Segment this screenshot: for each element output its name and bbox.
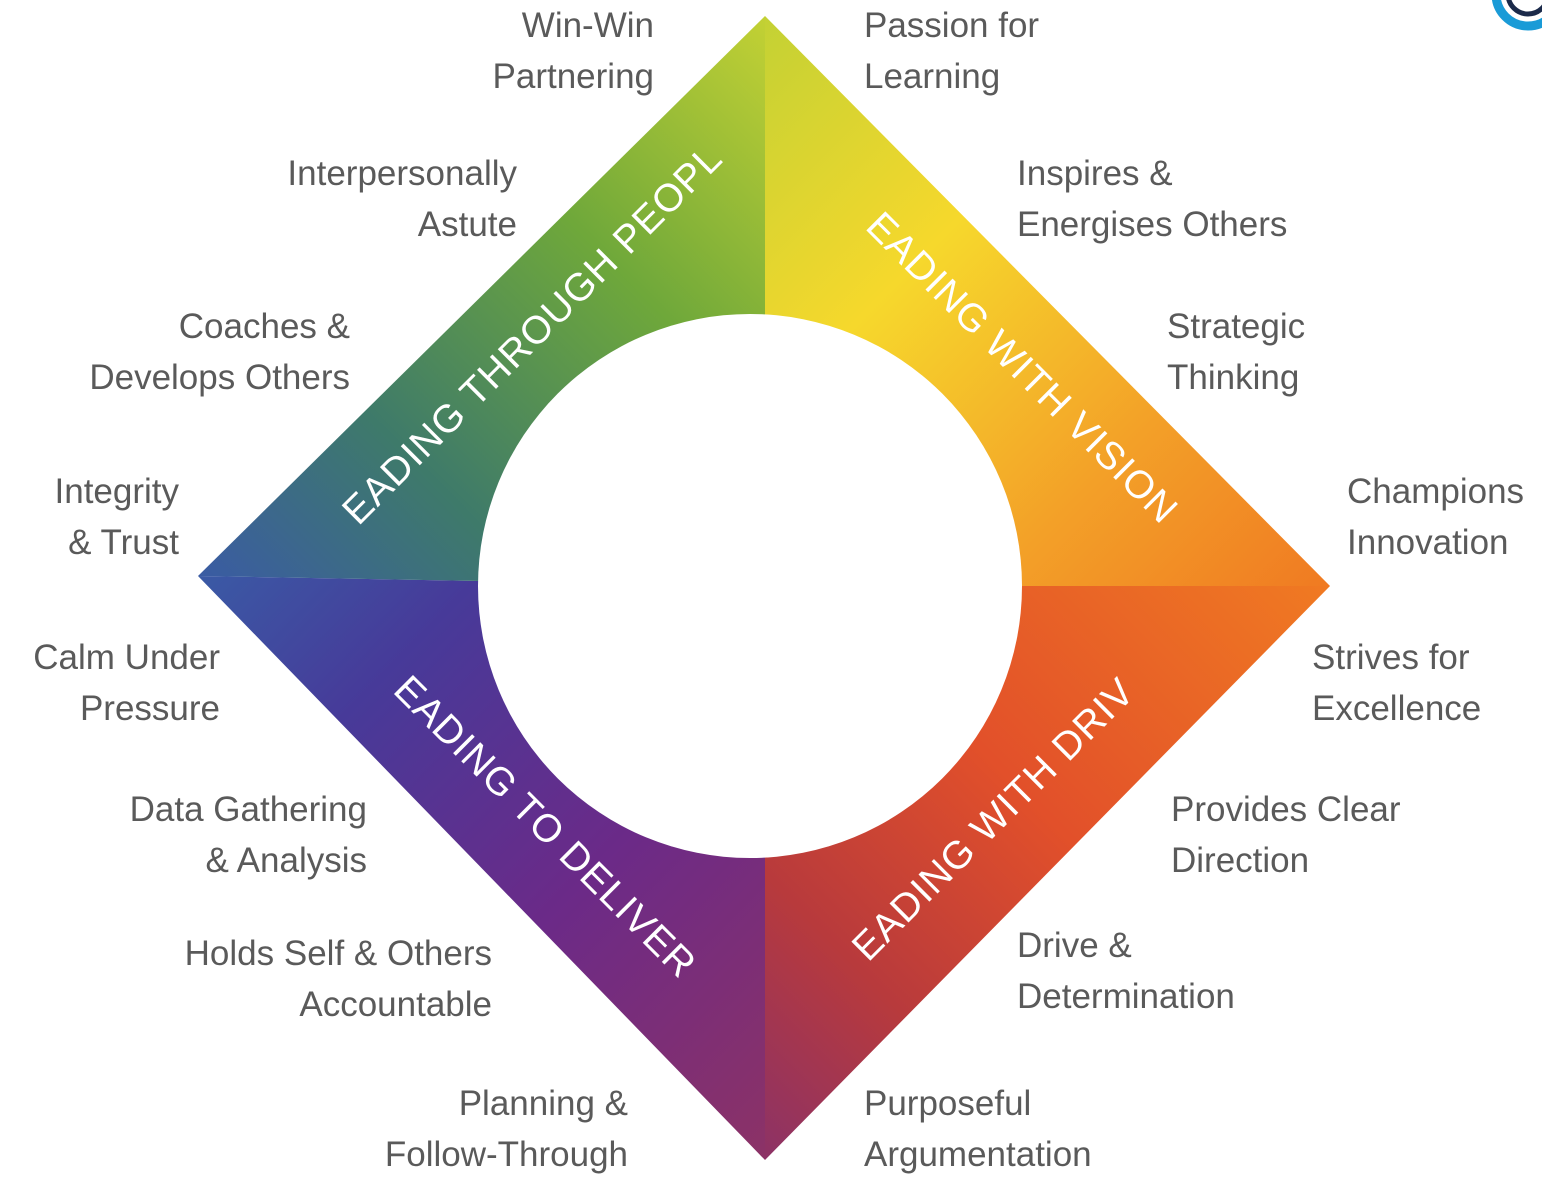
label-data-gathering-analysis: Data Gathering& Analysis: [129, 790, 367, 880]
logo-fragment: [1492, 0, 1542, 31]
diamond-band: [198, 16, 1330, 1160]
label-inspires-energises-others: Inspires &Energises Others: [1017, 154, 1288, 244]
label-planning-follow-through: Planning &Follow-Through: [384, 1084, 628, 1174]
center-hole: [478, 314, 1022, 858]
label-coaches-develops-others: Coaches &Develops Others: [89, 307, 350, 397]
label-integrity-trust: Integrity& Trust: [54, 472, 180, 562]
label-drive-determination: Drive &Determination: [1017, 926, 1235, 1016]
